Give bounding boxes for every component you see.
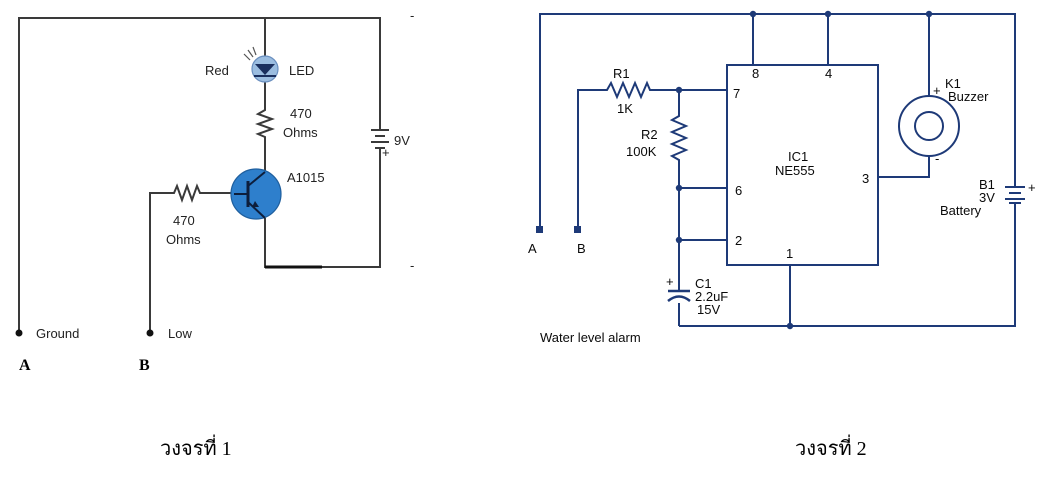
c2-buzzer-plus: + [933, 83, 941, 98]
c1-ground-label: Ground [36, 326, 79, 341]
c2-buzzer-name: K1 [945, 76, 961, 91]
c1-resistor-base-value: 470 [173, 213, 195, 228]
c2-ic-name: IC1 [788, 149, 808, 164]
c2-r1-symbol [603, 80, 653, 100]
circuit-1: Red LED 470 Ohms 9V + - - A1015 4 [15, 8, 414, 374]
c2-cap-value: 2.2uF [695, 289, 728, 304]
c2-r2-value: 100K [626, 144, 657, 159]
c2-pin-4: 4 [825, 66, 832, 81]
c2-buzzer-label: Buzzer [948, 89, 989, 104]
c2-b-probe-wire [577, 89, 603, 228]
c1-ground-terminal [15, 329, 23, 337]
c1-transistor-label: A1015 [287, 170, 325, 185]
c1-battery-value: 9V [394, 133, 410, 148]
c1-led-label: LED [289, 63, 314, 78]
c2-cap-voltage: 15V [697, 302, 720, 317]
c2-pin-7: 7 [733, 86, 740, 101]
c1-top-minus: - [410, 8, 414, 23]
caption-circuit-1: วงจรที่ 1 [160, 434, 232, 460]
c2-pin-8: 8 [752, 66, 759, 81]
c2-r2-name: R2 [641, 127, 658, 142]
c1-terminal-b: B [139, 357, 150, 374]
c1-resistor-base-unit: Ohms [166, 232, 201, 247]
c2-buzzer-symbol [898, 95, 960, 157]
c1-bottom-minus: - [410, 258, 414, 273]
c2-pin-2: 2 [735, 233, 742, 248]
c2-ic-body [726, 64, 879, 266]
c1-led-color-label: Red [205, 63, 229, 78]
c2-junction-dots [675, 10, 933, 330]
c1-battery-symbol [371, 129, 389, 152]
c2-pin-6: 6 [735, 183, 742, 198]
c1-resistor-base-symbol [170, 183, 202, 203]
c1-base-input-wire [149, 192, 170, 330]
c2-r1-value: 1K [617, 101, 633, 116]
c2-pin-1: 1 [786, 246, 793, 261]
c2-buzzer-minus: - [935, 151, 939, 166]
c2-battery-value: 3V [979, 190, 995, 205]
caption-circuit-2: วงจรที่ 2 [795, 434, 867, 460]
c2-r2-symbol [669, 112, 689, 164]
c2-top-rail [539, 13, 1016, 228]
c2-terminal-b: B [577, 241, 586, 256]
c1-low-terminal [146, 329, 154, 337]
c1-bottom-wire [264, 152, 381, 268]
c2-terminal-a: A [528, 241, 537, 256]
c2-buzzer-pin3-wire [878, 156, 930, 178]
c2-title: Water level alarm [540, 330, 641, 345]
c2-battery-symbol [1005, 186, 1025, 204]
c2-probe-a [536, 226, 543, 233]
c1-terminal-a: A [19, 357, 31, 374]
c1-resistor-top-unit: Ohms [283, 125, 318, 140]
c2-r1-name: R1 [613, 66, 630, 81]
c2-battery-name: B1 [979, 177, 995, 192]
c1-transistor-symbol [230, 168, 282, 220]
c2-pin-3: 3 [862, 171, 869, 186]
c2-battery-plus: + [1028, 180, 1036, 195]
c1-top-wire [18, 17, 381, 330]
c2-cap-plus: + [666, 274, 674, 289]
c1-resistor-top-symbol [255, 105, 275, 140]
c1-resistor-top-value: 470 [290, 106, 312, 121]
c2-probe-b [574, 226, 581, 233]
c2-cap-name: C1 [695, 276, 712, 291]
c1-battery-plus: + [382, 145, 390, 160]
c1-low-label: Low [168, 326, 192, 341]
circuit-2: IC1 NE555 8 4 7 6 2 3 1 R1 1K R2 100K + … [528, 10, 1036, 345]
c2-capacitor-symbol [667, 283, 691, 302]
c1-led-symbol [243, 46, 279, 83]
c2-ic-part: NE555 [775, 163, 815, 178]
c2-battery-label: Battery [940, 203, 982, 218]
